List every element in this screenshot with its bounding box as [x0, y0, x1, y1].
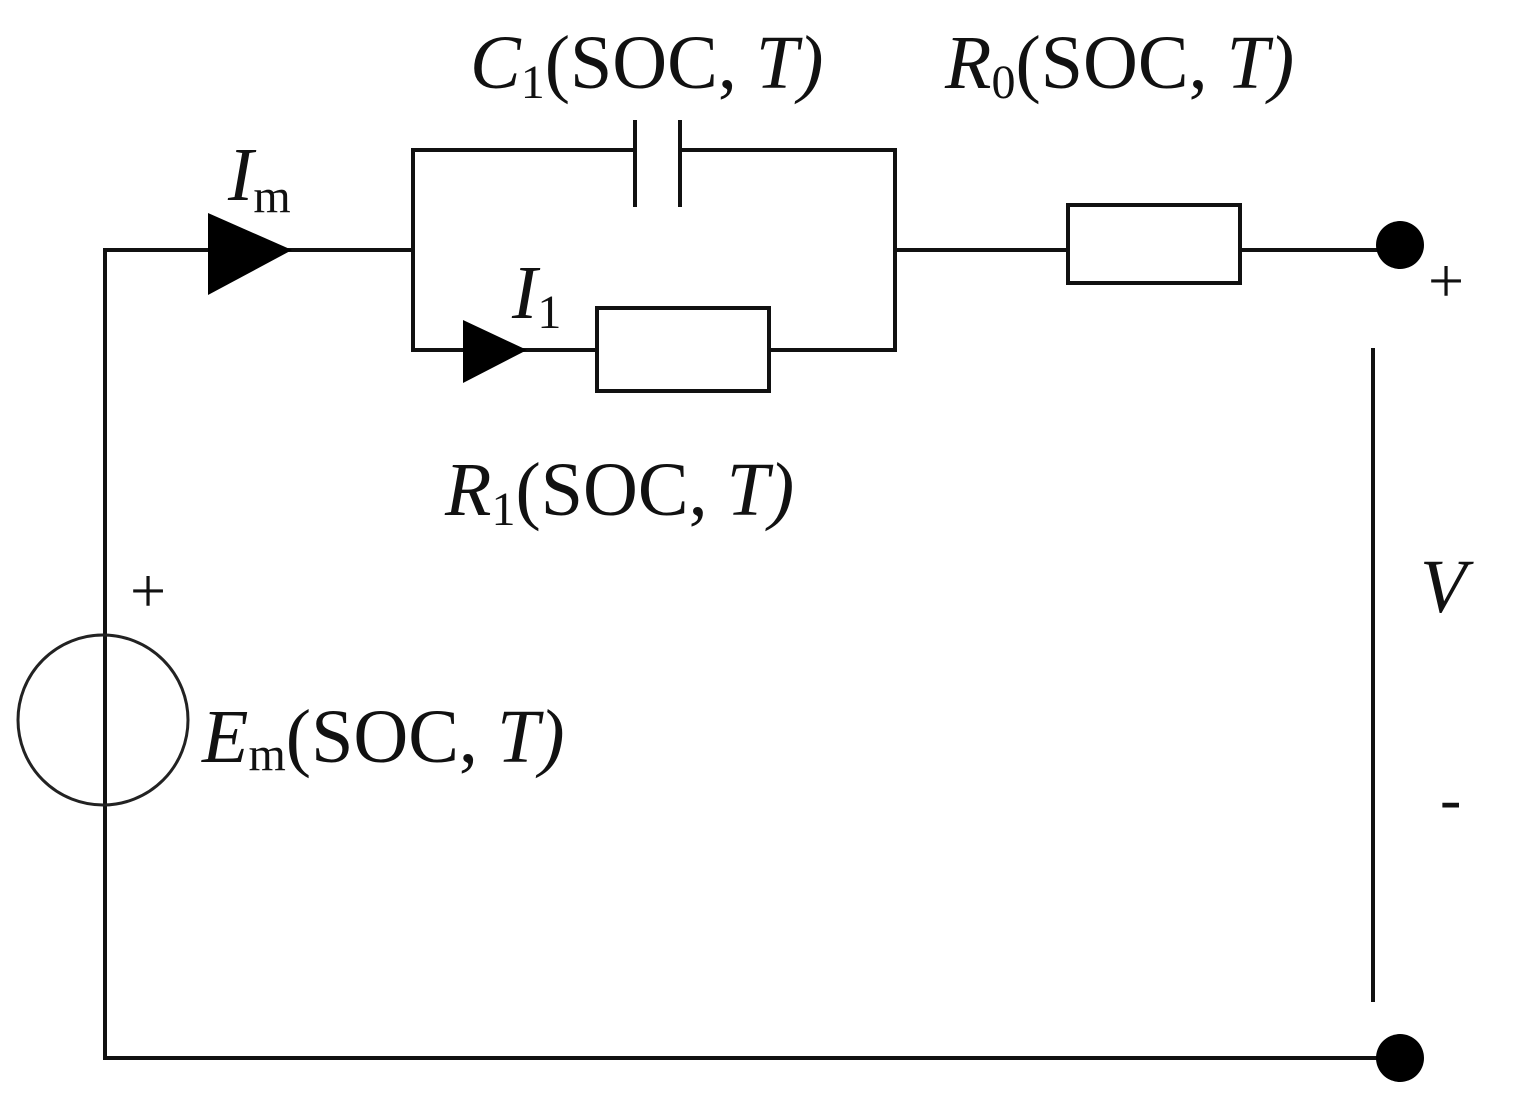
current-arrow-im-icon — [208, 213, 292, 295]
label-r0: R0(SOC, T) — [944, 21, 1294, 109]
capacitor-c1 — [633, 120, 682, 207]
resistor-r0 — [1066, 203, 1242, 285]
source-plus-sign: + — [130, 555, 166, 626]
terminal-plus-sign: + — [1428, 245, 1464, 316]
label-r1: R1(SOC, T) — [444, 448, 794, 536]
voltage-source-em-icon — [16, 633, 190, 807]
label-i1: I1 — [511, 251, 561, 339]
label-c1: C1(SOC, T) — [470, 21, 823, 109]
current-arrow-i1-icon — [463, 320, 527, 383]
label-im: Im — [227, 133, 291, 223]
label-v: V — [1420, 545, 1474, 629]
label-em: Em(SOC, T) — [201, 695, 565, 781]
terminal-minus-sign: - — [1440, 763, 1461, 834]
resistor-r1 — [595, 306, 771, 393]
negative-terminal-dot — [1376, 1034, 1424, 1082]
positive-terminal-dot — [1376, 221, 1424, 269]
